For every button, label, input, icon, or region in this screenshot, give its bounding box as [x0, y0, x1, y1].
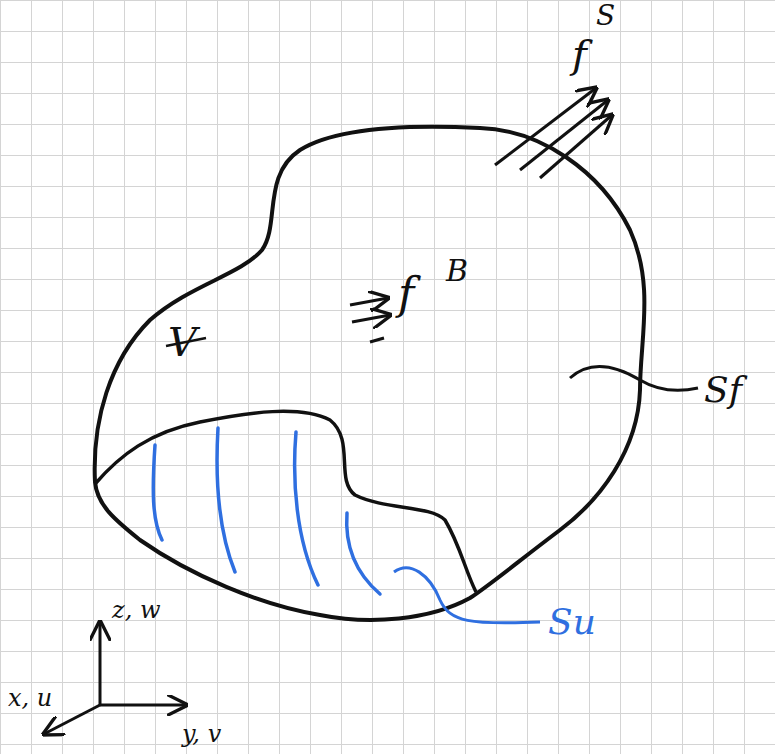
support-boundary — [95, 411, 476, 592]
force-symbol: f — [398, 272, 414, 316]
superscript: S — [596, 2, 615, 30]
surface-label: Sf — [704, 372, 742, 408]
body-force-arrows — [350, 298, 390, 342]
coordinate-axes — [44, 622, 186, 734]
axis-label: z, w — [112, 598, 160, 622]
volume-symbol: V — [168, 322, 197, 362]
leader-line — [394, 568, 540, 623]
leader-line — [570, 366, 698, 390]
axis-label: y, v — [182, 722, 221, 746]
axis-label: x, u — [8, 686, 52, 710]
force-symbol: f — [572, 34, 587, 74]
support-hatch — [153, 428, 380, 594]
surface-label: Su — [548, 604, 596, 640]
traction-arrows — [495, 88, 612, 178]
superscript: B — [446, 256, 468, 286]
body-outline — [95, 127, 645, 620]
